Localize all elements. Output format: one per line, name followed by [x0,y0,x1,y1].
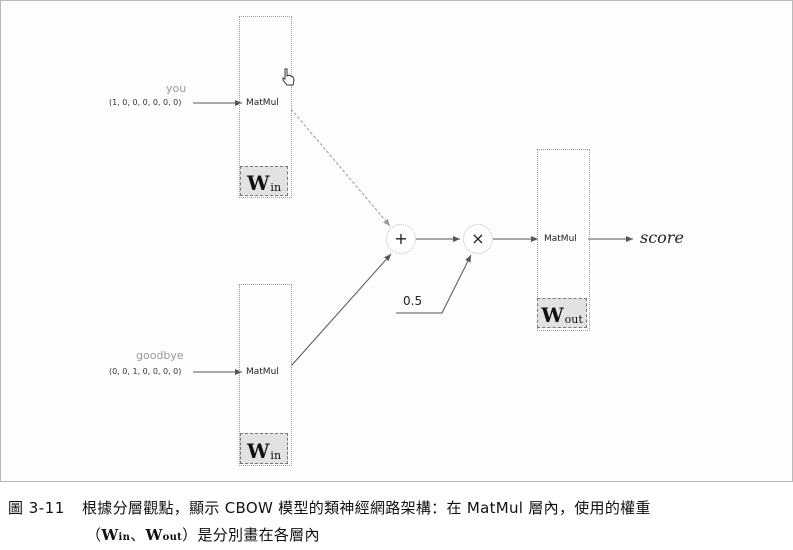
caption-win-main: W [101,526,119,544]
caption-figure-number: 圖 3-11 [8,499,65,517]
caption-line-2: （Win、Wout）是分別畫在各層內 [86,524,320,545]
weight-w-out-main: W [541,303,564,327]
figure-caption: 圖 3-11 根據分層觀點，顯示 CBOW 模型的類神經網路架構：在 MatMu… [0,488,793,550]
constant-value: 0.5 [403,294,423,308]
matmul-label-out: MatMul [544,234,577,244]
caption-wout-main: W [145,526,163,544]
caption-wout-sub: out [162,532,183,543]
output-score: score [640,228,684,247]
arrow-matmul1-to-add [290,108,391,227]
weight-w-in-2-main: W [246,439,270,463]
multiply-node: × [463,224,493,254]
input-vector-goodbye: (0, 0, 1, 0, 0, 0, 0) [109,367,182,376]
input-vector-you: (1, 0, 0, 0, 0, 0, 0) [109,98,182,107]
matmul-layer-2 [239,284,292,466]
weight-w-out-sub: out [564,313,583,326]
diagram-connections [193,100,633,375]
caption-win-sub: in [118,532,131,543]
figure-frame: you (1, 0, 0, 0, 0, 0, 0) goodbye (0, 0,… [0,0,793,482]
caption-open-paren: （ [86,526,102,544]
matmul-label-2: MatMul [246,367,279,377]
input-word-goodbye: goodbye [136,349,184,362]
arrow-constant-to-multiply [396,254,472,314]
caption-separator: 、 [130,526,146,544]
add-node: + [386,224,416,254]
matmul-layer-out [537,149,590,331]
matmul-label-1: MatMul [246,98,279,108]
input-word-you: you [166,82,187,95]
arrow-matmul2-to-add [290,253,392,367]
weight-w-in-1-main: W [246,171,270,195]
caption-line-1: 根據分層觀點，顯示 CBOW 模型的類神經網路架構：在 MatMul 層內，使用… [82,499,651,517]
weight-w-in-1-sub: in [270,181,282,194]
hand-cursor-icon [282,68,295,86]
matmul-layer-1 [239,16,292,198]
caption-line-2-rest: ）是分別畫在各層內 [182,526,320,544]
weight-w-in-2-sub: in [270,449,282,462]
